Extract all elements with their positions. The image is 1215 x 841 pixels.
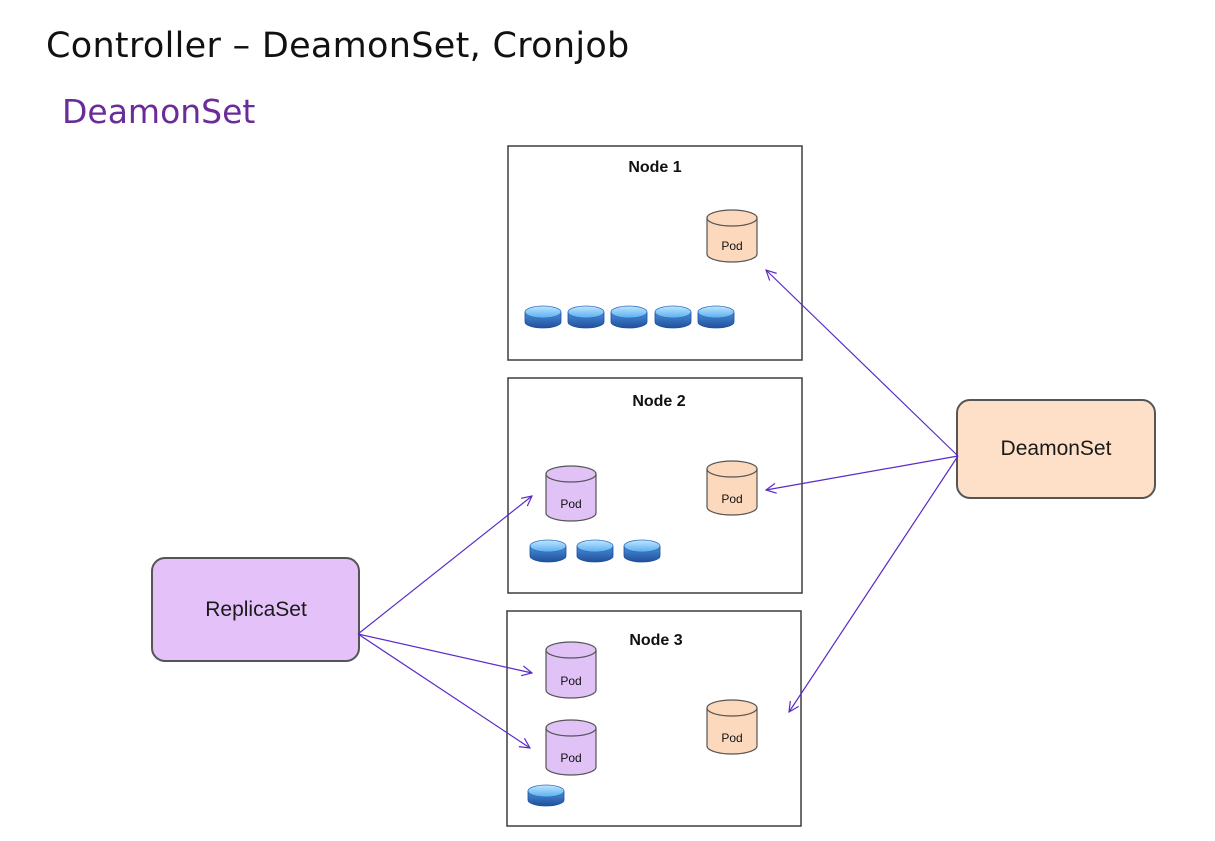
disk-icon — [576, 539, 614, 563]
pod-cylinder-top — [706, 460, 758, 478]
node-2-replica-pod: Pod — [545, 465, 597, 522]
arrow-replicaset-node2-pod — [357, 496, 532, 635]
replicaset-label: ReplicaSet — [205, 598, 307, 621]
pod-cylinder-top — [545, 719, 597, 737]
node-3-replica-pod-1: Pod — [545, 641, 597, 699]
pod-cylinder-icon — [545, 650, 597, 699]
pod-cylinder-icon — [706, 708, 758, 755]
arrow-daemonset-node1-pod — [766, 270, 959, 457]
pod-label: Pod — [560, 497, 581, 511]
node-1-pod: Pod — [706, 209, 758, 263]
pod-cylinder-top — [545, 641, 597, 659]
arrow-replicaset-node3-pod2 — [357, 633, 530, 748]
pod-label: Pod — [560, 674, 581, 688]
disk-icon — [623, 539, 661, 563]
replicaset-controller: ReplicaSet — [151, 557, 360, 662]
pod-label: Pod — [721, 239, 742, 253]
node-3-disks — [527, 784, 565, 807]
daemonset-controller: DeamonSet — [956, 399, 1156, 499]
daemonset-label: DeamonSet — [1001, 437, 1112, 460]
disk-icon — [524, 305, 562, 329]
node-1: Node 1 — [507, 145, 803, 361]
node-3-daemon-pod: Pod — [706, 699, 758, 755]
slide-title: Controller – DeamonSet, Cronjob — [46, 26, 630, 66]
arrow-daemonset-node2-pod — [766, 455, 959, 490]
arrow-daemonset-node3-pod — [789, 455, 959, 712]
arrows — [357, 270, 959, 748]
node-1-disks — [524, 305, 735, 329]
pod-cylinder-top — [545, 465, 597, 483]
pod-label: Pod — [560, 751, 581, 765]
node-3-replica-pod-2: Pod — [545, 719, 597, 776]
pod-cylinder-top — [706, 699, 758, 717]
node-2-disks — [529, 539, 661, 563]
disk-icon — [610, 305, 648, 329]
slide-subtitle: DeamonSet — [62, 92, 256, 131]
node-2-daemon-pod: Pod — [706, 460, 758, 516]
disk-icon — [654, 305, 692, 329]
pod-label: Pod — [721, 731, 742, 745]
node-3-title: Node 3 — [629, 632, 682, 649]
arrow-replicaset-node3-pod1 — [357, 633, 532, 673]
pod-cylinder-icon — [545, 474, 597, 522]
node-1-title: Node 1 — [628, 159, 681, 176]
disk-icon — [529, 539, 567, 563]
replicaset-box — [151, 557, 360, 662]
pod-cylinder-icon — [545, 728, 597, 776]
disk-icon — [567, 305, 605, 329]
disk-icon — [527, 784, 565, 807]
pod-label: Pod — [721, 492, 742, 506]
disk-icon — [697, 305, 735, 329]
daemonset-box — [956, 399, 1156, 499]
pod-cylinder-icon — [706, 469, 758, 516]
node-2-title: Node 2 — [632, 393, 685, 410]
pod-cylinder-icon — [706, 218, 758, 263]
node-1-box — [507, 145, 803, 361]
pod-cylinder-top — [706, 209, 758, 227]
